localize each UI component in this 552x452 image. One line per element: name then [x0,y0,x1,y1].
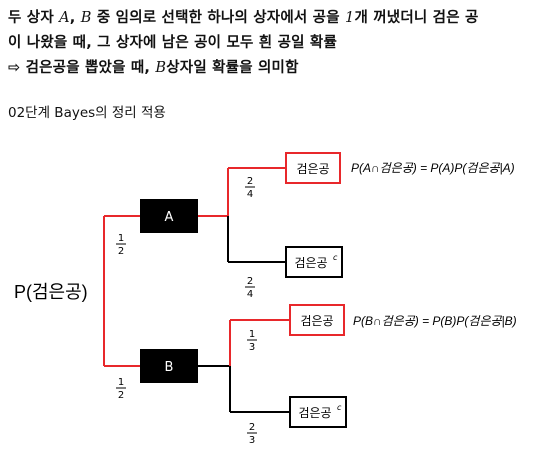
problem-line-3: ⇨ 검은공을 뽑았을 때, B상자일 확률을 의미함 [8,56,299,77]
leaf-b-black-ball [289,304,345,336]
fraction-numerator: 2 [247,176,253,187]
box-a-label: A [165,210,174,225]
leaf-b-black-label: 검은공 [300,314,333,328]
equation-a: P(A∩검은공) = P(A)P(검은공|A) [351,161,515,175]
fraction-numerator: 1 [118,377,124,388]
fraction-prob-b: 1 2 [116,377,126,401]
text-segment: , [69,10,81,26]
root-label: P(검은공) [14,282,88,302]
fraction-numerator: 1 [249,329,255,340]
variable-b: B [155,60,167,76]
box-b-label: B [165,360,174,375]
root-branches [103,215,140,367]
leaf-a-white-label: 검은공 [294,256,327,270]
fraction-denominator: 2 [118,390,124,401]
leaf-b-white-label: 검은공 [298,406,331,420]
fraction-b-black: 1 3 [247,329,257,353]
box-a [140,199,198,233]
fraction-denominator: 4 [247,189,253,200]
problem-line-2: 이 나왔을 때, 그 상자에 남은 공이 모두 흰 공일 확률 [8,35,337,51]
variable-b: B [80,10,92,26]
leaf-a-black-ball [285,152,341,184]
fraction-b-white: 2 3 [247,422,257,446]
problem-line-1: 두 상자 A, B 중 임의로 선택한 하나의 상자에서 공을 1개 꺼냈더니 … [8,6,479,27]
fraction-denominator: 3 [249,342,255,353]
fraction-a-black: 2 4 [245,176,255,200]
text-segment: 중 임의로 선택한 하나의 상자에서 공을 [91,10,346,26]
fraction-denominator: 2 [118,246,124,257]
number-one: 1 [345,10,355,26]
text-segment: 두 상자 [8,10,60,26]
complement-superscript: c [333,253,338,262]
fraction-numerator: 2 [249,422,255,433]
text-segment: 검은공을 뽑았을 때, [20,60,156,76]
leaf-b-white-ball [289,396,347,428]
variable-a: A [59,10,70,26]
a-branches [198,167,286,263]
fraction-a-white: 2 4 [245,276,255,300]
fraction-denominator: 4 [247,289,253,300]
box-b [140,349,198,383]
step-label: 02단계 Bayes의 정리 적용 [8,105,166,121]
fraction-numerator: 1 [118,233,124,244]
fraction-prob-a: 1 2 [116,233,126,257]
text-segment: 상자일 확률을 의미함 [166,60,299,76]
leaf-a-black-label: 검은공 [296,162,329,176]
leaf-a-white-ball [285,246,343,278]
root-text: P(검은공) [14,282,88,302]
text-segment: 개 꺼냈더니 검은 공 [354,10,479,26]
fraction-denominator: 3 [249,435,255,446]
arrow-icon: ⇨ [8,60,21,76]
equation-b: P(B∩검은공) = P(B)P(검은공|B) [353,314,517,328]
complement-superscript: c [337,403,342,412]
fraction-numerator: 2 [247,276,253,287]
b-branches [198,319,290,413]
